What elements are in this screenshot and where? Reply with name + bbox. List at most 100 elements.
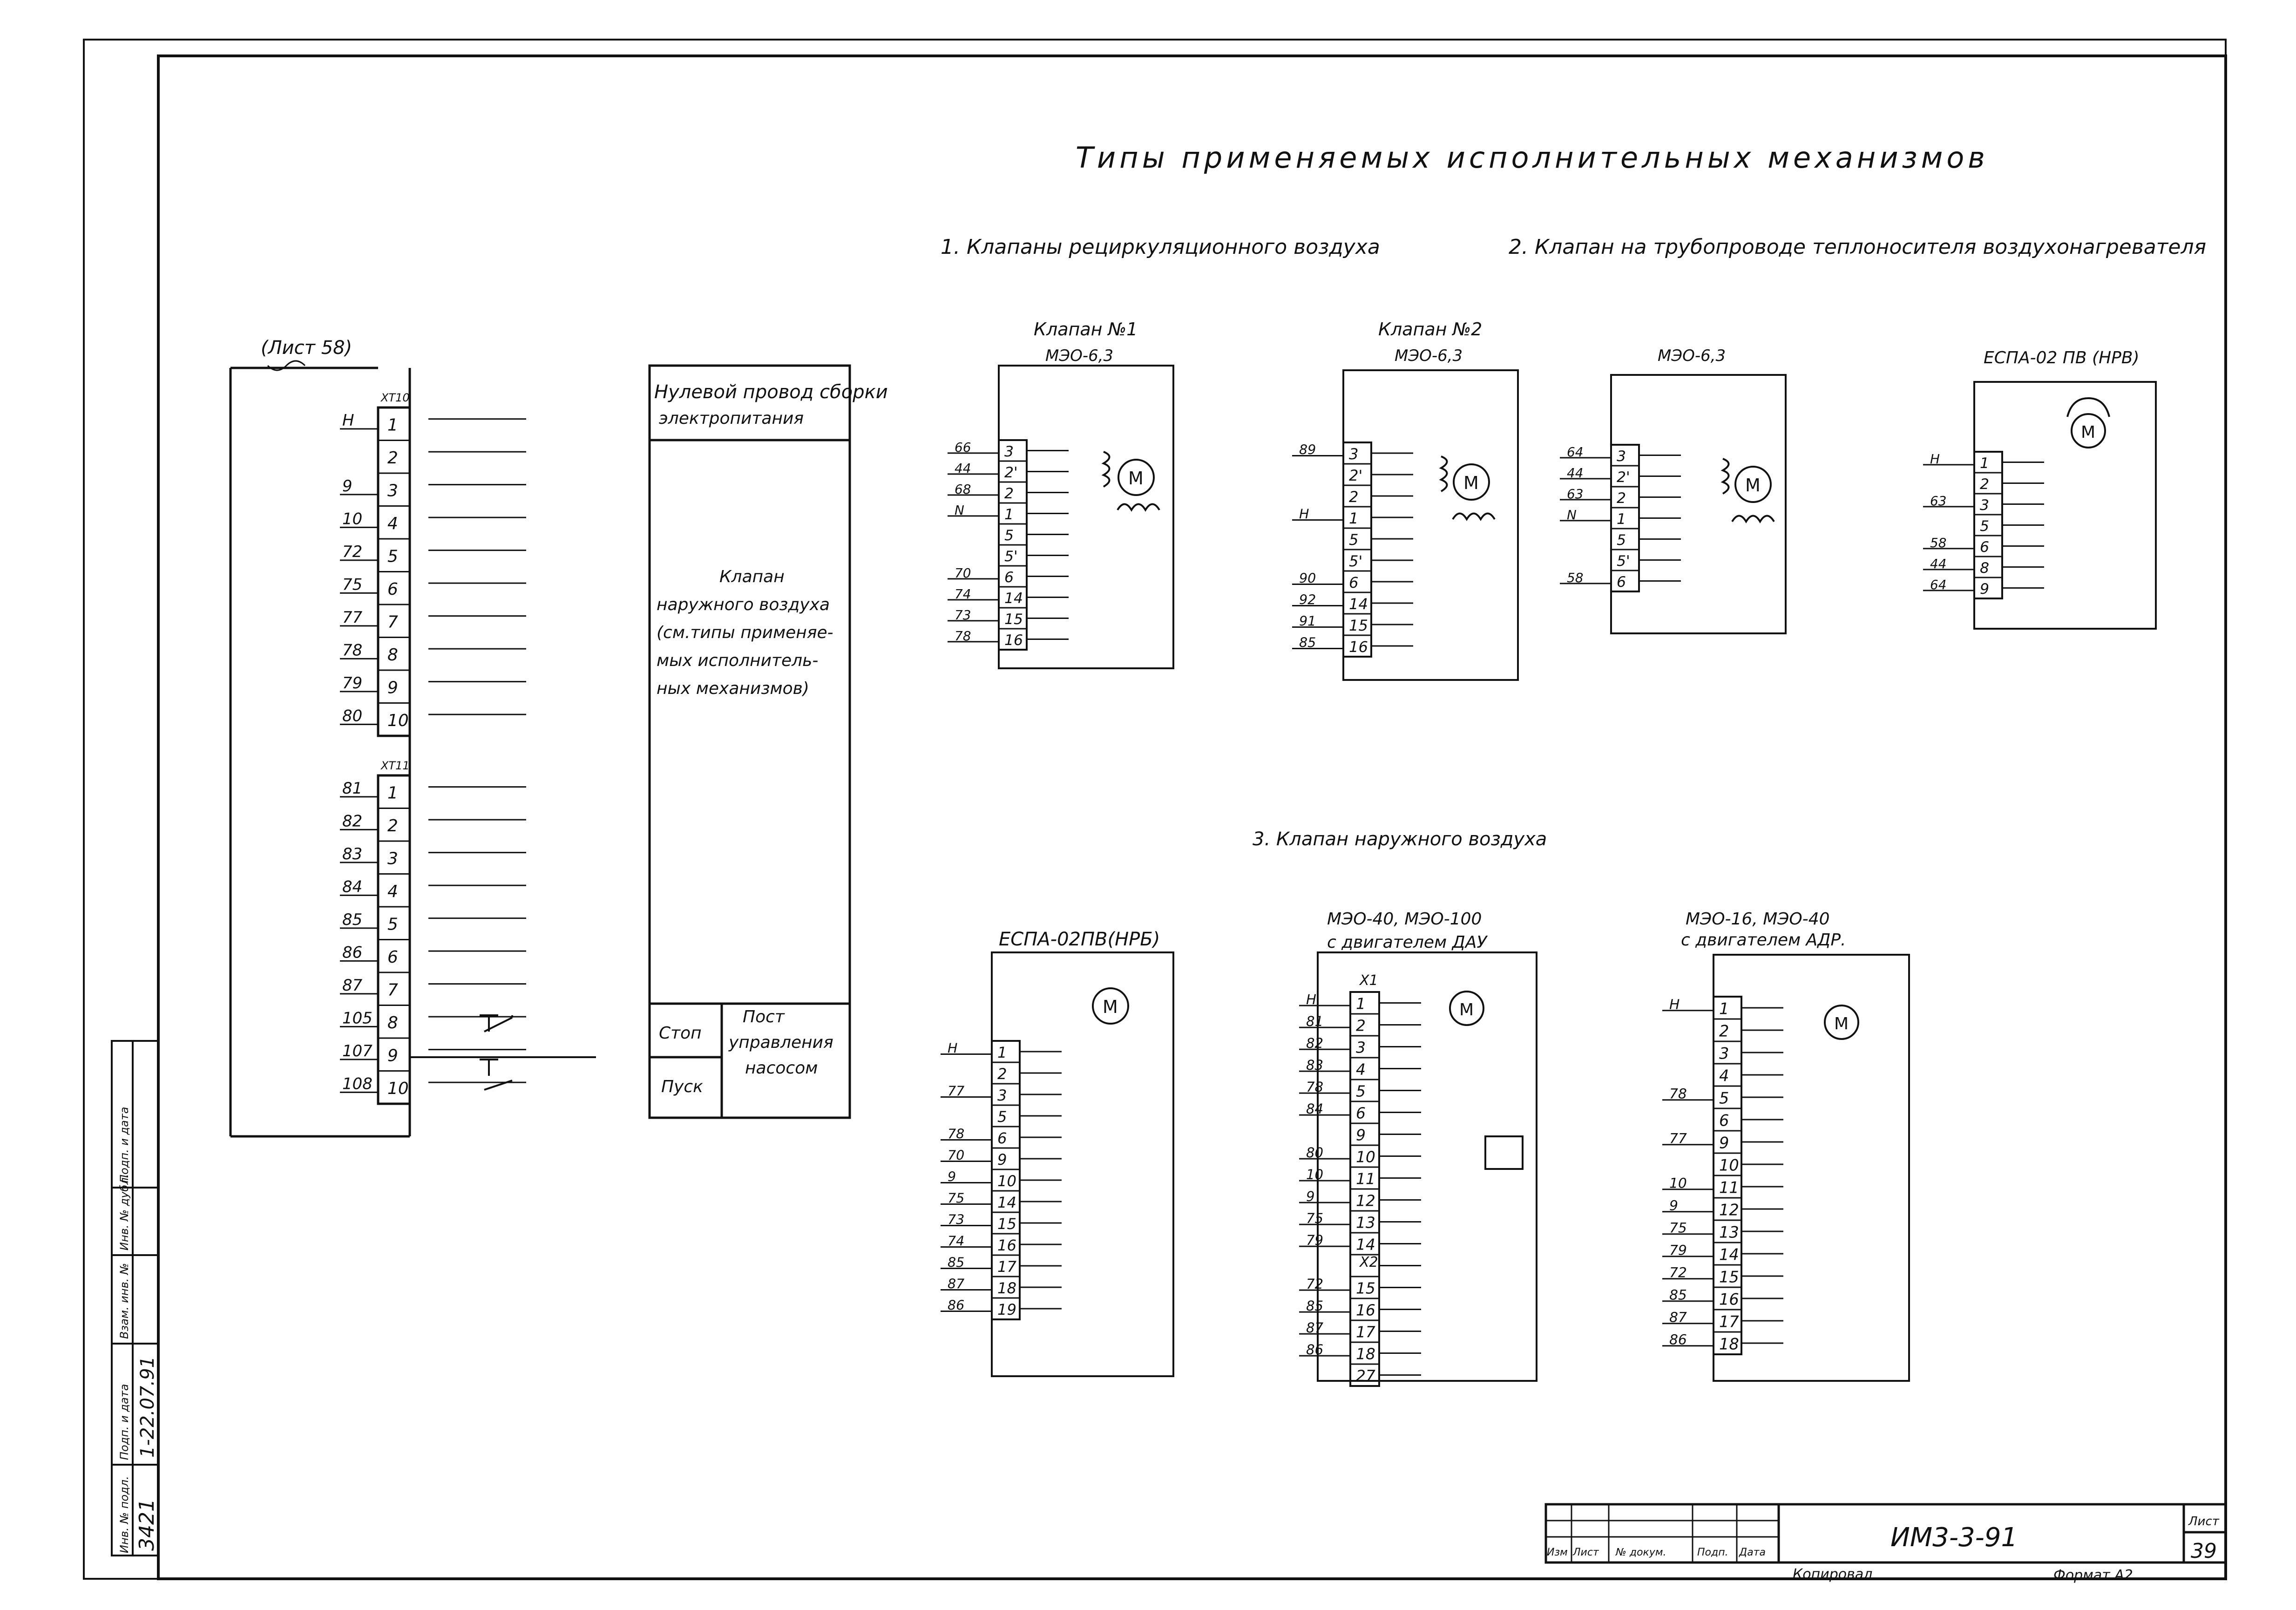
svg-text:M: M: [1103, 997, 1118, 1017]
wire-number: 84: [1306, 1101, 1323, 1117]
valve-3-model: МЭО-6,3: [1658, 346, 1726, 365]
terminal-number: 9: [387, 678, 398, 697]
wire-number: 78: [948, 1126, 964, 1141]
wire-number: Н: [342, 411, 354, 430]
start-label: Пуск: [661, 1077, 703, 1096]
svg-text:M: M: [1834, 1014, 1849, 1033]
terminal-number: 17: [1356, 1323, 1375, 1341]
terminal-number: 2: [1617, 490, 1626, 507]
panel-body-line1: Клапан: [719, 567, 785, 586]
wire-number: 78: [342, 641, 362, 659]
wire-number: 85: [342, 910, 362, 929]
wire-number: 44: [955, 461, 971, 476]
sheet-reference: (Лист 58): [261, 337, 352, 359]
terminal-number: 10: [1356, 1148, 1375, 1166]
valve-6-block-x2: Х2: [1359, 1254, 1378, 1270]
wire-number: N: [1567, 507, 1577, 523]
block-xt10-label: ХТ10: [380, 391, 410, 404]
valve-6-block-x1: Х1: [1359, 972, 1378, 989]
terminal-number: 2': [1349, 467, 1362, 484]
wire-number: 108: [342, 1074, 373, 1093]
valve-6-model: МЭО-40, МЭО-100: [1327, 910, 1482, 929]
terminal-number: 1: [1617, 511, 1626, 528]
wire-number: 75: [948, 1190, 964, 1206]
terminal-number: 2: [1349, 488, 1358, 506]
panel-body-line2: наружного воздуха: [657, 595, 830, 614]
wire-number: 75: [342, 575, 362, 594]
wire-number: 77: [342, 608, 363, 627]
sheet-label: Лист: [2188, 1515, 2220, 1528]
terminal-number: 10: [387, 1079, 409, 1098]
panel-body-line5: ных механизмов): [657, 679, 809, 698]
terminal-number: 7: [387, 980, 398, 999]
terminal-number: 27: [1356, 1367, 1375, 1385]
terminal-number: 5: [387, 547, 398, 566]
terminal-number: 1: [1349, 509, 1358, 527]
wire-number: Н: [1299, 506, 1309, 522]
stamp-label-3: Взам. инв. №: [118, 1263, 131, 1339]
format-label: Формат А2: [2053, 1567, 2133, 1583]
terminal-number: 15: [1349, 617, 1368, 634]
valve-7-terminals: 1Н23457869771011101291375147915721685178…: [1662, 996, 1783, 1355]
terminal-number: 1: [387, 783, 398, 802]
wire-number: 58: [1930, 535, 1947, 550]
terminal-number: 5': [1617, 553, 1630, 570]
terminal-number: 3: [1349, 445, 1358, 463]
wire-number: 44: [1567, 465, 1584, 481]
terminal-number: 14: [1719, 1245, 1739, 1264]
valve-4-motor: M: [2066, 397, 2110, 448]
wire-number: 87: [342, 976, 363, 995]
right-text-panel: Нулевой провод сборки электропитания Кла…: [648, 364, 888, 1119]
terminal-number: 15: [1719, 1268, 1739, 1286]
wire-number: 78: [955, 628, 971, 644]
terminal-number: 9: [997, 1151, 1007, 1168]
section-1-heading: 1. Клапаны рециркуляционного воздуха: [941, 235, 1380, 259]
wire-number: 81: [1306, 1013, 1323, 1029]
terminal-number: 3: [1356, 1039, 1366, 1057]
panel-body-line3: (см.типы применяе-: [657, 623, 833, 642]
copied-label: Копировал: [1793, 1566, 1872, 1583]
tb-col-sign: Подп.: [1697, 1547, 1728, 1558]
stamp-value-2: 1-22.07.91: [137, 1356, 158, 1458]
terminal-number: 9: [1356, 1126, 1366, 1144]
svg-text:M: M: [1128, 468, 1144, 489]
terminal-number: 5: [387, 915, 398, 934]
valve-5-model: ЕСПА-02ПВ(НРБ): [999, 929, 1160, 950]
wire-number: 86: [948, 1298, 964, 1313]
terminal-number: 2: [1980, 476, 1989, 493]
stop-label: Стоп: [659, 1024, 702, 1043]
side-stamp: Инв. № подл. Подп. и дата Взам. инв. № И…: [111, 1040, 159, 1556]
terminal-number: 9: [387, 1046, 398, 1065]
terminal-number: 16: [997, 1236, 1016, 1254]
terminal-number: 8: [387, 645, 398, 665]
terminal-number: 3: [1004, 443, 1014, 460]
valve-1-motor: M: [1101, 451, 1160, 512]
valve-7-model: МЭО-16, МЭО-40: [1686, 910, 1830, 929]
wire-number: 73: [948, 1212, 964, 1227]
wire-number: 85: [1306, 1298, 1323, 1314]
wire-number: 80: [1306, 1145, 1323, 1161]
terminal-number: 14: [1356, 1236, 1375, 1254]
terminal-number: 16: [1004, 632, 1023, 649]
svg-text:M: M: [1745, 475, 1761, 496]
tb-col-doc: № докум.: [1615, 1547, 1666, 1558]
terminal-number: 5: [1349, 531, 1358, 549]
terminal-number: 6: [1356, 1104, 1366, 1122]
terminal-number: 4: [1356, 1060, 1366, 1079]
valve-2-title: Клапан №2: [1378, 319, 1482, 340]
terminal-number: 13: [1356, 1214, 1375, 1232]
terminal-number: 4: [1719, 1067, 1729, 1085]
wire-number: 86: [342, 943, 362, 962]
terminal-number: 8: [387, 1013, 398, 1033]
terminal-number: 15: [997, 1215, 1016, 1233]
stamp-label-1: Инв. № подл.: [118, 1476, 131, 1553]
terminal-number: 1: [997, 1044, 1007, 1061]
wire-number: 58: [1567, 570, 1584, 585]
tb-col-list: Лист: [1572, 1547, 1599, 1558]
valve-3-motor: M: [1720, 458, 1775, 523]
terminal-number: 3: [1617, 448, 1626, 465]
wire-number: Н: [948, 1040, 957, 1056]
